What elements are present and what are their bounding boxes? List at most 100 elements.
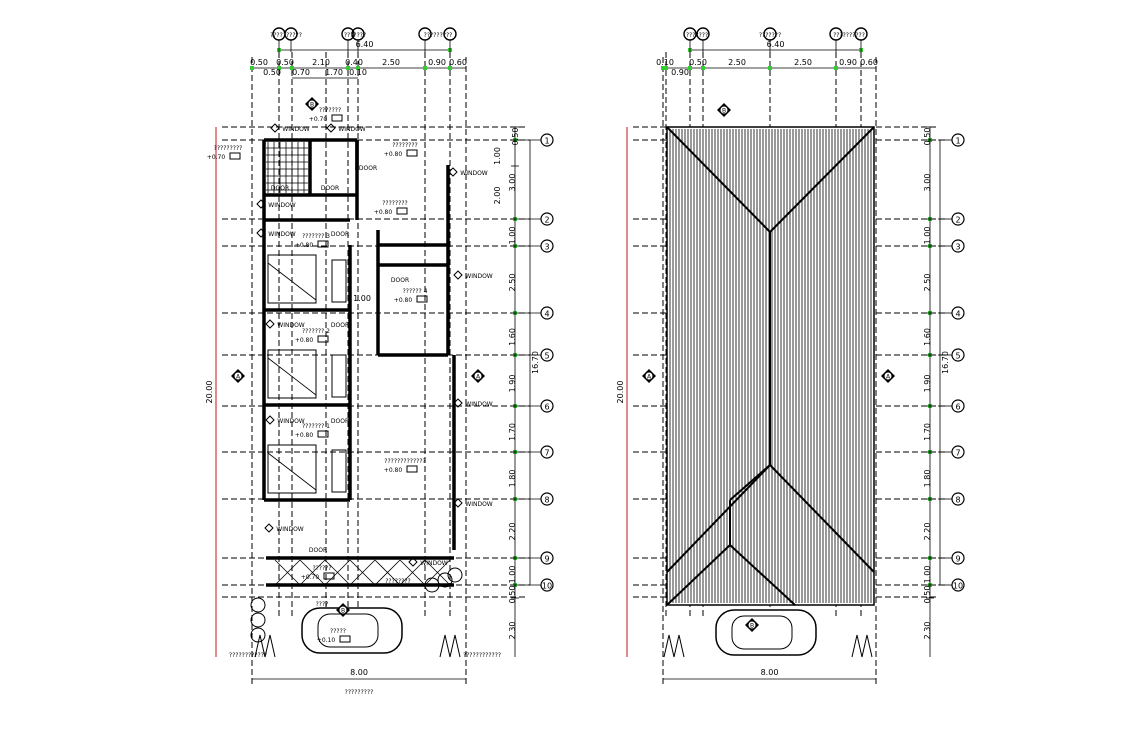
room-name: ????????	[392, 142, 417, 149]
dim-side: 1.70	[508, 423, 517, 441]
dim-side: 2.50	[923, 274, 932, 292]
dim-side: 0.50	[508, 586, 517, 604]
bed-icon	[267, 254, 317, 304]
bed-cover	[267, 452, 317, 491]
window-label: WINDOW	[465, 273, 493, 280]
window-marker-icon	[270, 123, 280, 133]
dim-side: 0.50	[923, 586, 932, 604]
dimension-point	[448, 66, 452, 70]
wardrobe-icon	[331, 449, 347, 493]
floor-level: +0.80	[295, 432, 314, 439]
wardrobe-icon	[331, 354, 347, 398]
hatch	[274, 559, 301, 586]
dim-top-secondary: 0.50	[263, 68, 281, 77]
room-name: ??????	[312, 565, 331, 572]
dim-side: 0.50	[511, 128, 520, 146]
dimension-point	[661, 66, 665, 70]
overall-height: 20.00	[205, 381, 214, 404]
dimension-point	[664, 66, 668, 70]
grid-bubble-label: 1	[544, 137, 549, 146]
dim-top: 2.50	[382, 58, 400, 67]
dim-side: 1.00	[508, 227, 517, 245]
section-marker-circle	[473, 371, 483, 381]
dim-top: 0.60	[860, 58, 878, 67]
window-label: WINDOW	[338, 126, 366, 133]
dim-label: 1.00	[353, 294, 371, 303]
grid-bubble-label: 8	[544, 496, 549, 505]
roof-hip-line	[769, 464, 875, 573]
hatch	[399, 559, 426, 586]
section-marker-label: B	[310, 102, 314, 109]
window-marker-icon	[256, 228, 266, 238]
level-symbol-icon	[317, 335, 329, 343]
dim-total-side: 16.70	[531, 351, 540, 374]
level-symbol-icon	[416, 295, 428, 303]
window-marker-icon	[265, 415, 275, 425]
tree-icon	[424, 577, 440, 593]
grid-bubble-label: 4	[544, 310, 549, 319]
tree-icon	[250, 627, 266, 643]
window-label: WINDOW	[465, 501, 493, 508]
dimension-point	[834, 66, 838, 70]
tree-icon	[447, 567, 463, 583]
column-bubble-label: ?????????	[424, 32, 453, 39]
level-symbol-icon	[317, 430, 329, 438]
grid-bubble-label: 6	[955, 403, 960, 412]
dimension-point	[290, 66, 294, 70]
boundary-label: ????????????	[229, 652, 267, 659]
dim-top: 2.50	[728, 58, 746, 67]
room-name: ???????	[319, 107, 341, 114]
bed-cover	[267, 357, 317, 396]
room-name: ?????? 4	[403, 288, 428, 295]
room-name: ??????? 3	[302, 233, 330, 240]
dim-side: 1.80	[923, 470, 932, 488]
floor-level: +0.10	[317, 637, 336, 644]
shrub-icon	[663, 634, 685, 658]
level-symbol-icon	[406, 149, 418, 157]
section-marker-label: B	[341, 608, 345, 615]
room-name: ????????	[382, 200, 407, 207]
window-label: WINDOW	[465, 401, 493, 408]
dim-side: 1.60	[508, 328, 517, 346]
dimension-point	[768, 66, 772, 70]
grid-bubble-label: 3	[544, 243, 549, 252]
tree-icon	[250, 597, 266, 613]
door-label: DOOR	[331, 418, 349, 425]
section-marker-circle	[307, 99, 317, 109]
dim-top: 0.50	[276, 58, 294, 67]
dim-side: 0.50	[923, 128, 932, 146]
dim-side: 1.00	[923, 566, 932, 584]
grid-bubble-label: 2	[544, 216, 549, 225]
level-symbol-icon	[339, 635, 351, 643]
hatch	[324, 559, 351, 586]
window-label: WINDOW	[460, 170, 488, 177]
overall-width: 8.00	[350, 668, 368, 677]
dim-top: 0.40	[345, 58, 363, 67]
section-marker-label: B	[722, 108, 726, 115]
floor-level: +0.70	[301, 574, 320, 581]
level-symbol-icon	[396, 207, 408, 215]
grid-bubble-label: 10	[542, 582, 552, 591]
dim-total-side: 16.70	[941, 351, 950, 374]
section-marker-label: A	[647, 374, 652, 381]
dim-overall-top: 6.40	[356, 40, 374, 49]
level-symbol-icon	[229, 152, 241, 160]
dimension-point	[250, 66, 254, 70]
overall-width: 8.00	[761, 668, 779, 677]
bed-cover	[267, 262, 317, 301]
section-marker-circle	[883, 371, 893, 381]
car-roof	[731, 615, 793, 650]
column-bubble-label: ???????	[686, 32, 708, 39]
room-name: ?????????????	[384, 458, 425, 465]
grid-bubble-label: 7	[544, 449, 549, 458]
window-marker-icon	[453, 498, 463, 508]
shrub-icon	[254, 634, 276, 658]
bed-icon	[267, 444, 317, 494]
dimension-point	[346, 66, 350, 70]
section-marker-circle	[233, 371, 243, 381]
roof-hip-line	[666, 544, 731, 606]
car-roof	[317, 613, 379, 648]
dim-side: 2.20	[508, 523, 517, 541]
